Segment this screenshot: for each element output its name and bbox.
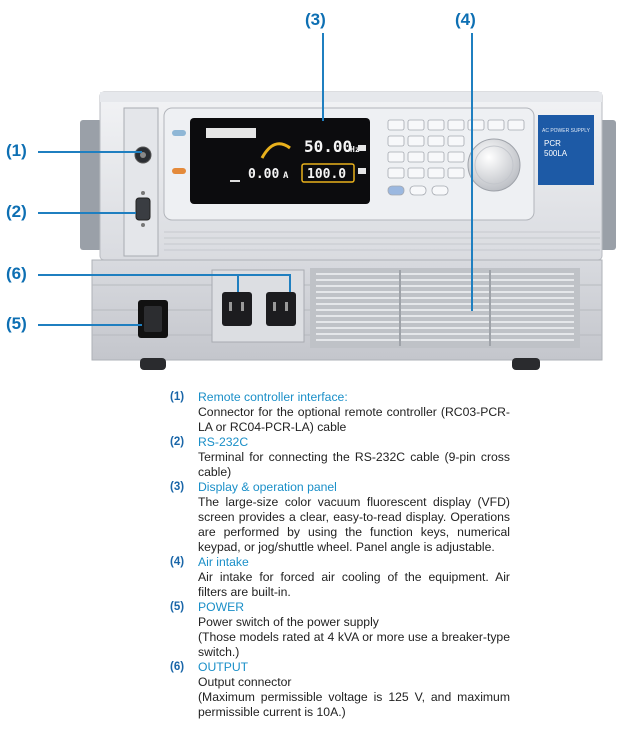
display-voltage: 100.0 (307, 167, 346, 182)
display-frequency: 50.00 (304, 137, 352, 156)
callout-2: (2) (6, 202, 27, 221)
legend-desc-2: Terminal for connecting the RS-232C cabl… (198, 450, 510, 479)
legend-entry-2: (2) RS-232C Terminal for connecting the … (170, 435, 510, 480)
display-current: 0.00 (248, 167, 279, 182)
legend-title-1: Remote controller interface: (198, 390, 348, 404)
air-intake-slots (316, 273, 574, 341)
legend-entry-5: (5) POWER Power switch of the power supp… (170, 600, 510, 660)
foot-left (140, 358, 166, 370)
indicator-blue[interactable] (172, 130, 186, 136)
legend-num-4: (4) (170, 556, 185, 568)
legend-desc-5: Power switch of the power supply (Those … (198, 615, 510, 659)
leader-6-a (237, 274, 239, 292)
legend-num-3: (3) (170, 481, 185, 493)
callout-4: (4) (455, 10, 476, 29)
legend-title-4: Air intake (198, 555, 249, 569)
legend-title-5: POWER (198, 600, 245, 614)
legend-num-6: (6) (170, 661, 185, 673)
leader-1 (38, 151, 142, 153)
svg-text:AC POWER SUPPLY: AC POWER SUPPLY (542, 128, 591, 134)
leader-2 (38, 212, 136, 214)
leader-6-b (289, 274, 291, 292)
legend-title-3: Display & operation panel (198, 480, 337, 494)
left-handle (80, 120, 102, 250)
connector-panel (123, 107, 159, 257)
foot-right (512, 358, 540, 370)
callout-1: (1) (6, 141, 27, 160)
output-outlet-1 (222, 292, 252, 326)
output-outlet-2 (266, 292, 296, 326)
svg-text:PCR: PCR (544, 139, 561, 148)
callout-6: (6) (6, 264, 27, 283)
legend-entry-6: (6) OUTPUT Output connector (Maximum per… (170, 660, 510, 720)
svg-text:500LA: 500LA (544, 149, 568, 158)
legend-num-5: (5) (170, 601, 185, 613)
legend-desc-3: The large-size color vacuum fluorescent … (198, 495, 510, 554)
keypad (387, 119, 525, 196)
power-supply-illustration: 50.00 Hz 0.00 A 100.0 AC POWER SUPPLY PC… (80, 91, 616, 370)
legend-title-2: RS-232C (198, 435, 249, 449)
legend-entry-3: (3) Display & operation panel The large-… (170, 480, 510, 555)
callout-5: (5) (6, 314, 27, 333)
legend-desc-6: Output connector (Maximum permissible vo… (198, 675, 510, 719)
legend-desc-4: Air intake for forced air cooling of the… (198, 570, 510, 599)
callout-3: (3) (305, 10, 326, 29)
legend-num-2: (2) (170, 436, 185, 448)
legend-entry-4: (4) Air intake Air intake for forced air… (170, 555, 510, 600)
leader-5 (38, 324, 142, 326)
legend-desc-1: Connector for the optional remote contro… (198, 405, 510, 434)
legend-num-1: (1) (170, 391, 185, 403)
indicator-orange[interactable] (172, 168, 186, 174)
leader-3 (322, 33, 324, 121)
legend-title-6: OUTPUT (198, 660, 249, 674)
display-frequency-unit: Hz (350, 145, 360, 154)
legend-entry-1: (1) Remote controller interface: Connect… (170, 390, 510, 435)
legend: (1) Remote controller interface: Connect… (170, 390, 510, 720)
model-label (538, 115, 594, 185)
leader-6 (38, 274, 290, 276)
leader-4 (471, 33, 473, 311)
rs232c-connector (135, 197, 151, 221)
jog-shuttle-wheel[interactable] (467, 138, 521, 192)
display-current-unit: A (283, 171, 289, 181)
